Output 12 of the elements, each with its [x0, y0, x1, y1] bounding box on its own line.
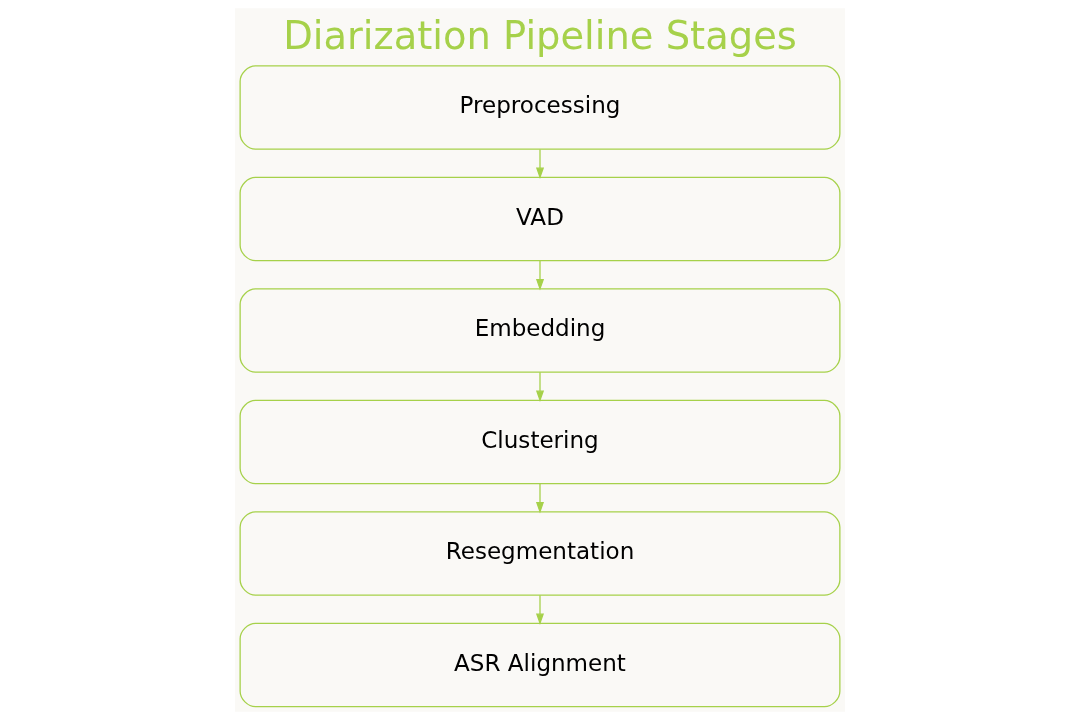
node-box: Embedding — [239, 288, 841, 373]
arrow — [535, 371, 545, 403]
node-box: Clustering — [239, 399, 841, 485]
node-box: ASR Alignment — [239, 622, 841, 708]
arrow — [535, 148, 545, 180]
node-box: Resegmentation — [239, 511, 841, 596]
arrow — [535, 260, 545, 291]
arrow — [535, 594, 545, 626]
node-box: VAD — [239, 176, 841, 262]
diagram-title: Diarization Pipeline Stages — [283, 13, 797, 59]
arrow — [535, 483, 545, 514]
node-box: Preprocessing — [239, 65, 841, 150]
